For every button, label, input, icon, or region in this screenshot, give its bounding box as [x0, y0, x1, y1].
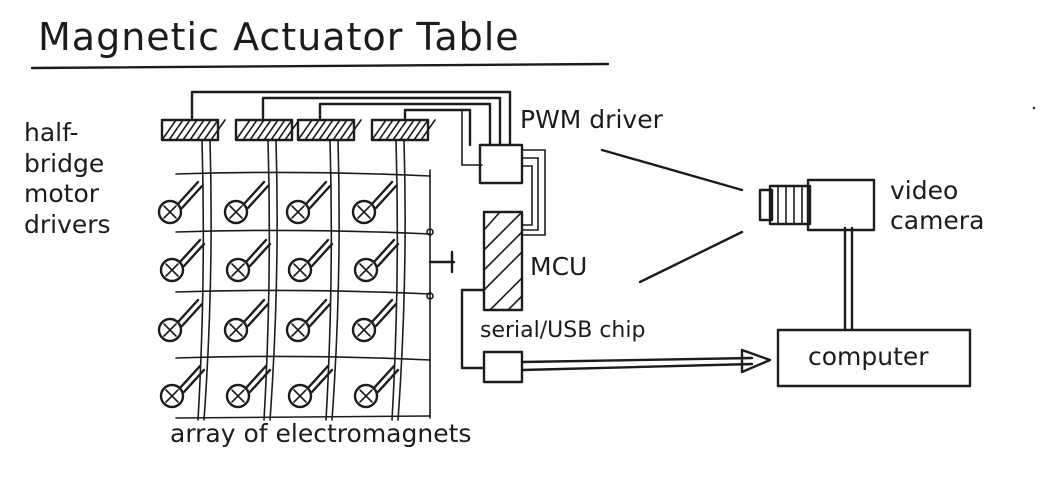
- electromagnet-r2-c3: [287, 238, 334, 283]
- title-underline: [30, 62, 610, 70]
- electromagnet-array-label: array of electromagnets: [170, 419, 472, 448]
- pwm-driver-label: PWM driver: [520, 105, 663, 134]
- half-bridge-driver-1: [160, 118, 226, 142]
- electromagnet-r3-c2: [223, 298, 270, 343]
- half-bridge-driver-row: [160, 118, 436, 142]
- electromagnet-r4-c4: [353, 364, 400, 409]
- video-camera-label: video camera: [890, 176, 985, 235]
- electromagnet-r4-c1: [159, 364, 206, 409]
- pwm-driver-box: [478, 143, 524, 185]
- computer-label: computer: [808, 342, 929, 371]
- driver-bus: [190, 90, 512, 166]
- motor-drivers-label: half- bridge motor drivers: [24, 118, 111, 239]
- electromagnet-r2-c2: [225, 238, 272, 283]
- half-bridge-driver-4: [370, 118, 436, 142]
- electromagnet-r1-c2: [223, 180, 270, 225]
- electromagnet-array: [157, 180, 400, 409]
- half-bridge-driver-3: [296, 118, 362, 142]
- video-camera: [758, 178, 876, 232]
- electromagnet-r2-c4: [353, 238, 400, 283]
- electromagnet-grid-wiring: [175, 139, 434, 421]
- mcu-chip: [482, 210, 524, 312]
- computer-box: [776, 328, 972, 388]
- electromagnet-r4-c3: [287, 364, 334, 409]
- camera-view-line-top: [600, 148, 744, 192]
- electromagnet-r3-c1: [157, 298, 204, 343]
- diagram-title: Magnetic Actuator Table: [38, 15, 520, 59]
- electromagnet-r2-c1: [159, 238, 206, 283]
- electromagnet-r1-c1: [157, 180, 204, 225]
- half-bridge-driver-2: [234, 118, 300, 142]
- serial-usb-chip-box: [482, 350, 524, 384]
- serial-to-computer-arrow: [520, 348, 772, 374]
- mcu-to-grid-tick: [428, 250, 456, 274]
- electromagnet-r4-c2: [225, 364, 272, 409]
- camera-to-computer-cable: [843, 226, 854, 332]
- electromagnet-r3-c4: [351, 298, 398, 343]
- mcu-label: MCU: [530, 252, 588, 281]
- electromagnet-r1-c3: [285, 180, 332, 225]
- electromagnet-r3-c3: [285, 298, 332, 343]
- electromagnet-r1-c4: [351, 180, 398, 225]
- mcu-to-serial-wire: [460, 288, 486, 370]
- serial-usb-chip-label: serial/USB chip: [480, 318, 646, 343]
- camera-view-line-bottom: [638, 230, 744, 284]
- pwm-to-mcu-wires: [521, 149, 546, 236]
